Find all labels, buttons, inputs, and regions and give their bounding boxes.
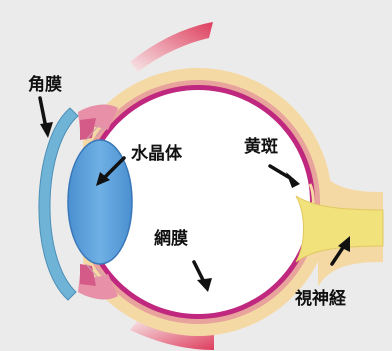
lens-label: 水晶体 [131,143,183,164]
macula-label: 黄斑 [244,136,278,157]
retina-label: 網膜 [154,228,188,249]
cornea-label: 角膜 [28,74,62,95]
cornea-arrow [40,98,53,138]
optic-nerve-label: 視神経 [294,288,347,309]
upper-eye-muscle [130,22,213,72]
